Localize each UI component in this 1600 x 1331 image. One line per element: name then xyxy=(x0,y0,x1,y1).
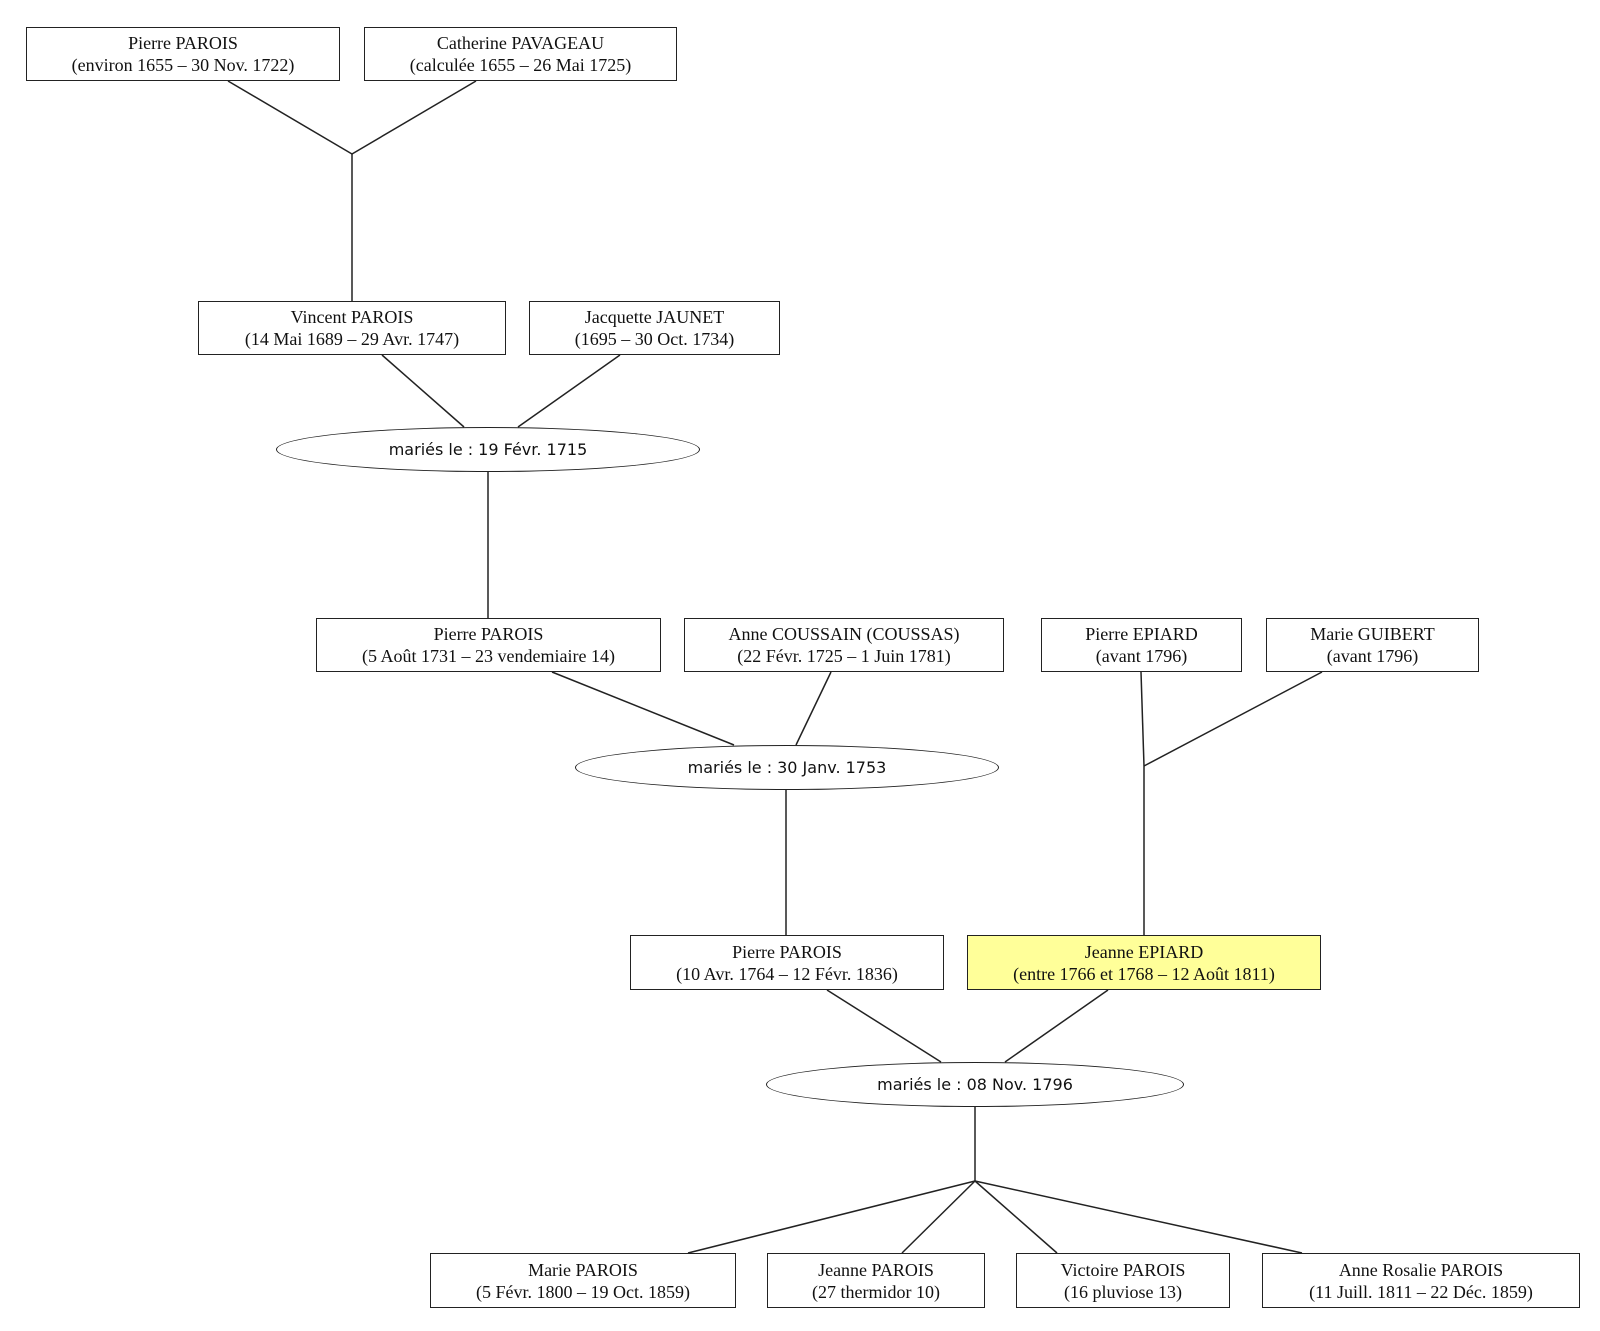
connector-line xyxy=(1004,989,1109,1063)
person-box-anne-rosalie-parois[interactable]: Anne Rosalie PAROIS (11 Juill. 1811 – 22… xyxy=(1262,1253,1580,1308)
person-box-marie-parois[interactable]: Marie PAROIS (5 Févr. 1800 – 19 Oct. 185… xyxy=(430,1253,736,1308)
connector-line xyxy=(381,354,465,428)
connector-line xyxy=(351,80,477,155)
person-box-jacquette-jaunet[interactable]: Jacquette JAUNET (1695 – 30 Oct. 1734) xyxy=(529,301,780,355)
marriage-date: 30 Janv. 1753 xyxy=(777,758,887,777)
person-name: Pierre PAROIS xyxy=(732,941,842,962)
connector-line xyxy=(974,1180,1058,1254)
person-name: Catherine PAVAGEAU xyxy=(436,33,605,53)
person-box-jeanne-epiard[interactable]: Jeanne EPIARD (entre 1766 et 1768 – 12 A… xyxy=(967,935,1321,990)
person-name: Vincent PAROIS xyxy=(290,307,414,327)
person-name: Pierre EPIARD xyxy=(1085,624,1198,644)
person-box-vincent-parois[interactable]: Vincent PAROIS (14 Mai 1689 – 29 Avr. 17… xyxy=(198,301,506,355)
connector-line xyxy=(901,1180,976,1254)
marriage-prefix: mariés le : xyxy=(388,440,474,459)
person-dates: (14 Mai 1689 – 29 Avr. 1747) xyxy=(244,329,460,349)
connector-line xyxy=(1140,671,1145,767)
marriage-node-1796[interactable]: mariés le : 08 Nov. 1796 xyxy=(766,1062,1184,1107)
person-box-anne-coussain[interactable]: Anne COUSSAIN (COUSSAS) (22 Févr. 1725 –… xyxy=(684,618,1004,672)
connector-line xyxy=(687,1180,976,1254)
person-name: Jeanne EPIARD xyxy=(1084,941,1204,962)
person-dates: (10 Avr. 1764 – 12 Févr. 1836) xyxy=(676,963,898,984)
person-name: Marie PAROIS xyxy=(528,1259,638,1280)
person-dates: (1695 – 30 Oct. 1734) xyxy=(574,329,735,349)
person-name: Jacquette JAUNET xyxy=(584,307,725,327)
person-dates: (27 thermidor 10) xyxy=(812,1281,940,1302)
marriage-node-1753[interactable]: mariés le : 30 Janv. 1753 xyxy=(575,745,999,790)
person-name: Pierre PAROIS xyxy=(433,624,544,644)
person-dates: (22 Févr. 1725 – 1 Juin 1781) xyxy=(737,646,951,666)
person-name: Anne COUSSAIN (COUSSAS) xyxy=(728,624,960,644)
person-box-marie-guibert[interactable]: Marie GUIBERT (avant 1796) xyxy=(1266,618,1479,672)
person-box-pierre-epiard[interactable]: Pierre EPIARD (avant 1796) xyxy=(1041,618,1242,672)
person-dates: (calculée 1655 – 26 Mai 1725) xyxy=(409,55,632,75)
person-dates: (entre 1766 et 1768 – 12 Août 1811) xyxy=(1013,963,1275,984)
person-dates: (11 Juill. 1811 – 22 Déc. 1859) xyxy=(1309,1281,1533,1302)
connector-line xyxy=(974,1180,1303,1254)
person-box-pierre-parois-1764[interactable]: Pierre PAROIS (10 Avr. 1764 – 12 Févr. 1… xyxy=(630,935,944,990)
person-box-victoire-parois[interactable]: Victoire PAROIS (16 pluviose 13) xyxy=(1016,1253,1230,1308)
person-name: Anne Rosalie PAROIS xyxy=(1338,1259,1504,1280)
marriage-prefix: mariés le : xyxy=(877,1075,962,1094)
person-dates: (avant 1796) xyxy=(1326,646,1419,666)
marriage-node-1715[interactable]: mariés le : 19 Févr. 1715 xyxy=(276,427,700,472)
connector-line xyxy=(517,354,621,428)
connector-line xyxy=(795,671,832,746)
marriage-prefix: mariés le : xyxy=(687,758,773,777)
person-box-catherine-pavageau[interactable]: Catherine PAVAGEAU (calculée 1655 – 26 M… xyxy=(364,27,677,81)
connector-line xyxy=(826,989,942,1063)
person-name: Jeanne PAROIS xyxy=(818,1259,934,1280)
marriage-date: 08 Nov. 1796 xyxy=(966,1075,1073,1094)
person-name: Pierre PAROIS xyxy=(128,33,238,53)
connector-line xyxy=(1143,671,1323,767)
person-name: Marie GUIBERT xyxy=(1310,624,1435,644)
person-dates: (16 pluviose 13) xyxy=(1064,1281,1182,1302)
person-dates: (avant 1796) xyxy=(1095,646,1188,666)
person-dates: (5 Févr. 1800 – 19 Oct. 1859) xyxy=(476,1281,690,1302)
connector-line xyxy=(551,671,735,746)
person-box-jeanne-parois[interactable]: Jeanne PAROIS (27 thermidor 10) xyxy=(767,1253,985,1308)
person-dates: (environ 1655 – 30 Nov. 1722) xyxy=(71,55,295,75)
person-dates: (5 Août 1731 – 23 vendemiaire 14) xyxy=(362,646,615,666)
person-box-pierre-parois-1731[interactable]: Pierre PAROIS (5 Août 1731 – 23 vendemia… xyxy=(316,618,661,672)
person-box-pierre-parois-1655[interactable]: Pierre PAROIS (environ 1655 – 30 Nov. 17… xyxy=(26,27,340,81)
person-name: Victoire PAROIS xyxy=(1060,1259,1186,1280)
marriage-date: 19 Févr. 1715 xyxy=(478,440,588,459)
connector-line xyxy=(227,80,353,155)
